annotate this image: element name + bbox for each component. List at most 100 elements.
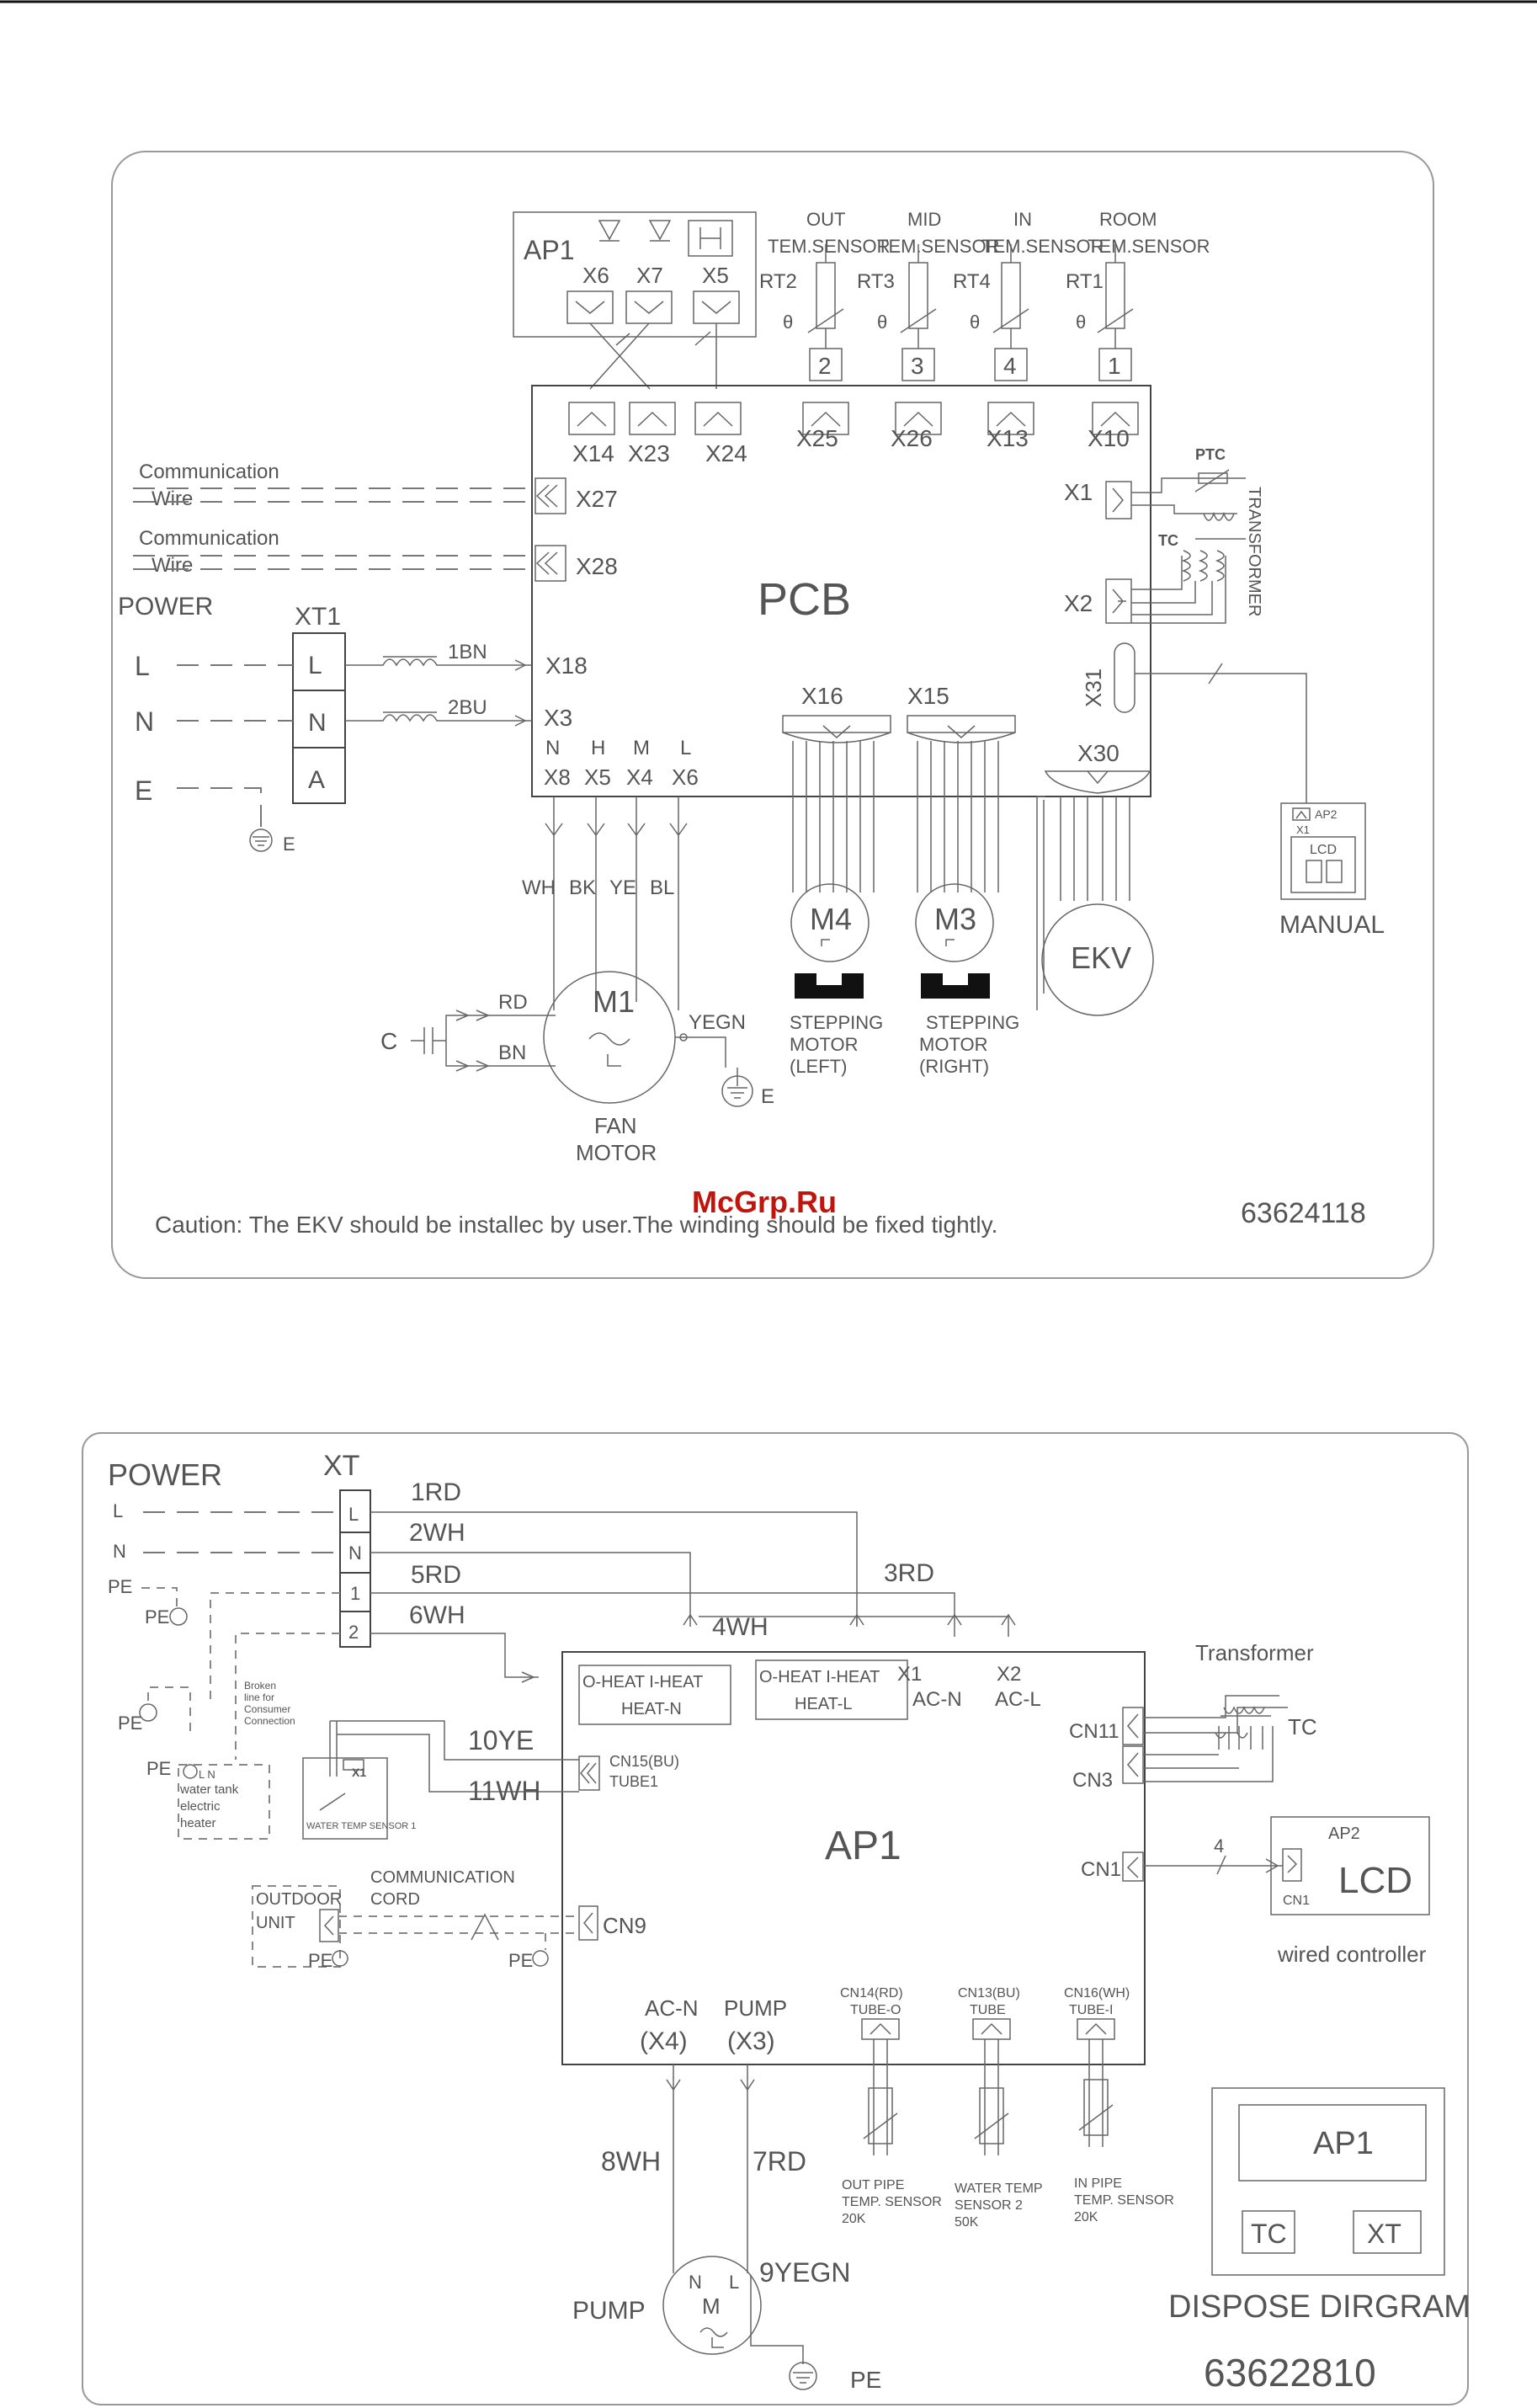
in-pipe-1: IN PIPE	[1074, 2176, 1122, 2191]
motor-m4: M4	[810, 902, 852, 936]
dispose-ap1: AP1	[1313, 2126, 1374, 2161]
fan-head-l: L	[680, 737, 691, 759]
transformer-1: X1 X2 PTC TC TRANSFORMER X31	[1064, 446, 1307, 803]
heat-connectors: O-HEAT I-HEAT HEAT-N O-HEAT I-HEAT HEAT-…	[578, 1659, 1041, 1725]
seven-segment-icon	[688, 220, 733, 257]
outdoor-2: UNIT	[256, 1914, 295, 1932]
water-temp-sensor-1: X1 WATER TEMP SENSOR 1 10YE 11WH CN15(BU…	[302, 1720, 679, 1840]
pcb-port-x13: X13	[987, 425, 1029, 451]
broken-4: Connection	[244, 1715, 295, 1727]
pe-4: PE	[308, 1950, 332, 1971]
svg-text:θ: θ	[783, 312, 793, 333]
ap1-display-board: AP1 X6 X7 X5	[513, 211, 757, 338]
svg-text:θ: θ	[877, 312, 887, 333]
power-label-2: POWER	[108, 1457, 222, 1492]
wire-8wh: 8WH	[601, 2146, 661, 2176]
pump-label: PUMP	[572, 2297, 646, 2325]
outdoor-unit: OUTDOOR UNIT PE COMMUNICATION CORD PE CN…	[252, 1868, 646, 1971]
dispose-label: DISPOSE DIRGRAM	[1168, 2289, 1471, 2325]
xt1-term-a: A	[308, 766, 325, 794]
ap1-x2: X2	[997, 1663, 1021, 1686]
fan-motor-2: MOTOR	[576, 1140, 657, 1165]
broken-3: Consumer	[244, 1703, 290, 1715]
port-x2: X2	[1064, 590, 1093, 616]
ap1-bottom-ports: AC-N (X4) PUMP (X3) CN14(RD) TUBE-O CN13…	[640, 1986, 1174, 2273]
pcb-port-x26: X26	[891, 425, 933, 451]
step-left-2: MOTOR	[790, 1034, 858, 1055]
dispose-diagram: AP1 TC XT DISPOSE DIRGRAM 63622810	[1168, 2087, 1471, 2395]
diagram-1: AP1 X6 X7 X5 OUT TEM.SENSOR MID TEM.SENS…	[111, 151, 1434, 1279]
wire-1rd: 1RD	[411, 1478, 461, 1506]
cn13-2: TUBE	[970, 2003, 1006, 2017]
ground-icon	[532, 1950, 549, 1967]
terminal-block-xt1	[292, 632, 346, 804]
pcb-label: PCB	[758, 574, 851, 625]
thermistor-icon	[1083, 2079, 1109, 2136]
power-input-2: POWER XT L N 1 2 L N PE PE PE Broken lin…	[108, 1450, 371, 1760]
ap1-port-x5: X5	[702, 263, 729, 288]
watermark: McGrp.Ru	[692, 1185, 837, 1219]
wire-10ye: 10YE	[468, 1725, 534, 1755]
fan-port-x8: X8	[544, 764, 571, 790]
out-pipe-1: OUT PIPE	[842, 2178, 904, 2192]
port-x27: X27	[576, 486, 618, 512]
fan-port-x4: X4	[626, 764, 653, 790]
comm-2: CORD	[370, 1890, 420, 1909]
broken-2: line for	[244, 1691, 274, 1703]
ground-e-1: E	[283, 834, 295, 855]
caution-text: Caution: The EKV should be installec by …	[155, 1212, 997, 1238]
sensor1-x1: X1	[352, 1766, 366, 1779]
port-x18: X18	[545, 653, 588, 679]
diagram-2-code: 63622810	[1204, 2351, 1376, 2395]
heat-n-2: HEAT-N	[621, 1700, 682, 1718]
ekv-motor	[1041, 903, 1154, 1016]
ap1-port-x6: X6	[582, 263, 609, 288]
ground-icon	[332, 1950, 348, 1967]
sensor-rt3: RT3	[857, 270, 895, 293]
thermistor-icon	[979, 2087, 1004, 2144]
seven-segment-icon	[1306, 860, 1322, 883]
sensor-rt4: RT4	[953, 270, 991, 293]
dispose-xt: XT	[1367, 2219, 1401, 2249]
ground-icon	[789, 2362, 817, 2390]
ap2-label-1: AP2	[1315, 807, 1338, 821]
comm1-line2: Wire	[152, 487, 193, 510]
xt-term-2: 2	[348, 1622, 359, 1643]
fan-wire-wh: WH	[522, 876, 556, 899]
pe-3: PE	[146, 1758, 171, 1779]
tc-label-1: TC	[1158, 532, 1178, 549]
cn16-1: CN16(WH)	[1064, 1986, 1130, 2000]
comm1-line1: Communication	[139, 461, 279, 483]
ap1-main-label: AP1	[825, 1824, 901, 1868]
water-temp2-2: SENSOR 2	[955, 2198, 1023, 2213]
transformer-label: TRANSFORMER	[1245, 487, 1263, 616]
line-l: L	[135, 651, 150, 681]
fan-wire-ye: YE	[609, 876, 636, 899]
ap1-acl: AC-L	[995, 1688, 1041, 1711]
port-cn11: CN11	[1069, 1720, 1120, 1743]
comm-1: COMMUNICATION	[370, 1868, 515, 1887]
motor-m1: M1	[593, 984, 635, 1019]
acn-label: AC-N	[645, 1995, 699, 2021]
pump-m: M	[702, 2293, 721, 2319]
pcb-port-x10: X10	[1088, 425, 1130, 451]
fan-wire-bk: BK	[569, 876, 596, 899]
diagram-1-frame	[111, 151, 1434, 1279]
inductor-icon	[345, 658, 438, 722]
ptc-icon	[1198, 472, 1228, 484]
xt-term-1: 1	[350, 1583, 360, 1604]
ground-icon	[139, 1703, 157, 1722]
pcb-board	[531, 385, 1151, 797]
ap1-label: AP1	[524, 235, 574, 265]
pe-2: PE	[118, 1713, 142, 1734]
line-e: E	[135, 775, 152, 806]
line2-pe: PE	[108, 1576, 132, 1597]
fan-wire-bl: BL	[650, 876, 674, 899]
sensor-num-4: 4	[1003, 353, 1017, 379]
cn15-1: CN15(BU)	[609, 1753, 679, 1770]
sensor-in-top: IN	[1013, 209, 1032, 230]
port-cn3: CN3	[1072, 1769, 1113, 1792]
dispose-frame	[1211, 2087, 1445, 2276]
x3-label: (X3)	[727, 2027, 775, 2055]
